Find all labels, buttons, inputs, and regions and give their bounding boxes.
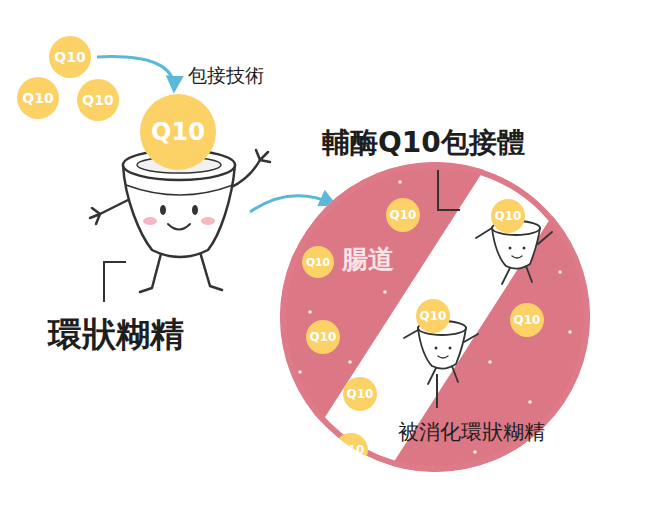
region-label: 腸道 xyxy=(342,242,394,277)
q10-circle: Q10 xyxy=(77,79,119,121)
leader-line xyxy=(104,262,126,302)
molecule-label: Q10 xyxy=(495,209,522,223)
q10-circle: Q10 xyxy=(343,377,377,411)
molecule-label: Q10 xyxy=(338,443,365,457)
q10-circle: Q10 xyxy=(17,77,59,119)
q10-circle: Q10 xyxy=(334,433,368,467)
callout-label: 輔酶Q10包接體 xyxy=(322,124,525,162)
callout-label: 環狀糊精 xyxy=(48,312,184,358)
q10-circle: Q10 xyxy=(491,199,525,233)
molecule-label: Q10 xyxy=(22,90,53,106)
q10-circle: Q10 xyxy=(306,320,340,354)
molecule-label: Q10 xyxy=(82,92,113,108)
q10-circle: Q10 xyxy=(510,303,544,337)
q10-circle: Q10 xyxy=(416,299,450,333)
q10-circle: Q10 xyxy=(302,246,334,278)
molecule-label: Q10 xyxy=(151,118,205,146)
q10-circle: Q10 xyxy=(49,36,91,78)
q10-circle: Q10 xyxy=(386,198,420,232)
callout-label: 被消化環狀糊精 xyxy=(398,418,545,446)
edge-label: 包接技術 xyxy=(186,63,266,89)
molecule-label: Q10 xyxy=(514,313,541,327)
molecule-label: Q10 xyxy=(347,387,374,401)
cyclodextrin-character xyxy=(90,150,270,292)
molecule-label: Q10 xyxy=(310,330,337,344)
molecule-label: Q10 xyxy=(306,256,330,269)
q10-circle: Q10 xyxy=(140,94,216,170)
molecule-label: Q10 xyxy=(420,309,447,323)
molecule-label: Q10 xyxy=(390,208,417,222)
molecule-label: Q10 xyxy=(54,49,85,65)
